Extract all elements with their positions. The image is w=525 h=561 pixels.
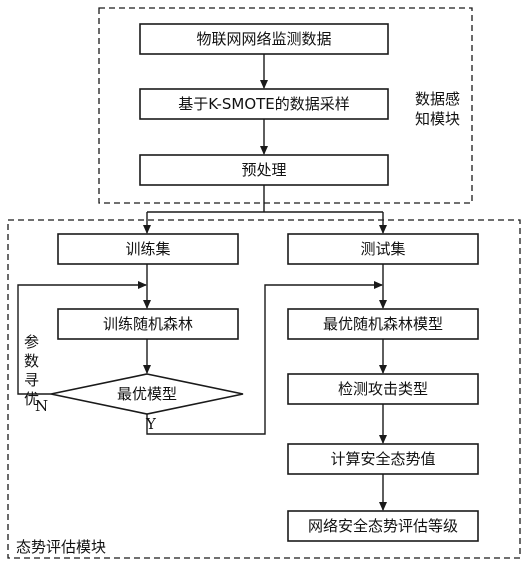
decision-no-label: N <box>35 397 48 415</box>
feedback-char-1: 参 <box>24 333 39 351</box>
perception-module-frame <box>98 7 473 204</box>
perception-module-label-line1: 数据感 <box>415 90 460 108</box>
detect-attack-box <box>287 373 479 405</box>
feedback-char-2: 数 <box>24 352 39 370</box>
train-set-label: 训练集 <box>125 240 170 258</box>
train-rf-box <box>57 308 239 340</box>
best-model-label: 最优模型 <box>117 385 177 403</box>
compute-value-box <box>287 443 479 475</box>
kmote-sampling-label: 基于K-SMOTE的数据采样 <box>178 95 350 113</box>
test-set-box <box>287 233 479 265</box>
assessment-module-frame <box>7 219 521 559</box>
train-set-box <box>57 233 239 265</box>
best-rf-model-label: 最优随机森林模型 <box>323 315 443 333</box>
yes-path-arrow <box>146 281 383 435</box>
iot-data-label: 物联网网络监测数据 <box>196 30 331 48</box>
preprocess-label: 预处理 <box>241 161 286 179</box>
assess-level-box <box>287 510 479 542</box>
feedback-char-3: 寻 <box>24 371 39 389</box>
test-set-label: 测试集 <box>360 240 405 258</box>
kmote-sampling-box <box>139 88 389 120</box>
iot-data-box <box>139 23 389 55</box>
compute-value-label: 计算安全态势值 <box>330 450 435 468</box>
feedback-char-4: 优 <box>24 390 39 408</box>
assess-level-label: 网络安全态势评估等级 <box>308 517 458 535</box>
decision-yes-label: Y <box>145 415 157 433</box>
detect-attack-label: 检测攻击类型 <box>338 380 428 398</box>
preprocess-box <box>139 154 389 186</box>
assessment-module-label: 态势评估模块 <box>16 538 106 556</box>
train-rf-label: 训练随机森林 <box>103 315 193 333</box>
feedback-loop-arrow <box>17 281 147 395</box>
perception-module-label-line2: 知模块 <box>415 110 460 128</box>
